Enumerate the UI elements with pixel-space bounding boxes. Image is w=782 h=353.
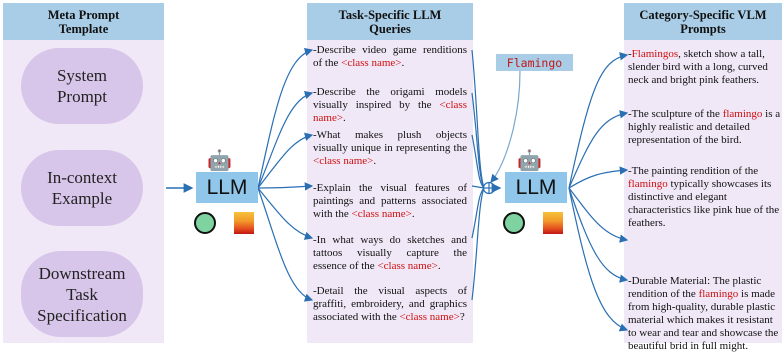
query-item: -Explain the visual features of painting… — [313, 182, 467, 220]
robot-icon: 🤖 — [517, 150, 542, 172]
prompt-item: -Durable Material: The plastic rendition… — [628, 275, 779, 352]
category-prompts-header: Category-Specific VLM Prompts — [624, 3, 782, 40]
task-queries-panel — [307, 3, 473, 343]
prompt-item: -The painting rendition of the flamingo … — [628, 165, 780, 229]
circle-plus-icon — [482, 181, 496, 195]
query-item: -What makes plush objects visually uniqu… — [313, 129, 467, 167]
task-queries-header: Task-Specific LLM Queries — [307, 3, 473, 40]
llm-box-2: LLM — [505, 172, 567, 203]
openai-icon — [194, 212, 216, 234]
llm-box-1: LLM — [196, 172, 258, 203]
prompt-item: -Flamingos, sketch show a tall, slender … — [628, 48, 768, 86]
meta-prompt-header: Meta Prompt Template — [3, 3, 164, 40]
query-item: -Describe the origami models visually in… — [313, 86, 467, 124]
openai-icon — [503, 212, 525, 234]
mistral-icon — [234, 212, 254, 234]
downstream-task-pill: Downstream Task Specification — [21, 251, 143, 337]
in-context-example-pill: In-context Example — [21, 150, 143, 226]
class-name-tag: Flamingo — [496, 54, 573, 71]
connector-arrows — [166, 48, 629, 332]
robot-icon: 🤖 — [207, 150, 232, 172]
query-item: -Detail the visual aspects of graffiti, … — [313, 285, 467, 323]
prompt-item: -The sculpture of the flamingo is a high… — [628, 108, 781, 146]
mistral-icon — [543, 212, 563, 234]
system-prompt-pill: System Prompt — [21, 48, 143, 124]
category-prompts-panel — [624, 3, 782, 343]
query-item: -Describe video game renditions of the <… — [313, 44, 467, 69]
query-item: -In what ways do sketches and tattoos vi… — [313, 234, 467, 272]
